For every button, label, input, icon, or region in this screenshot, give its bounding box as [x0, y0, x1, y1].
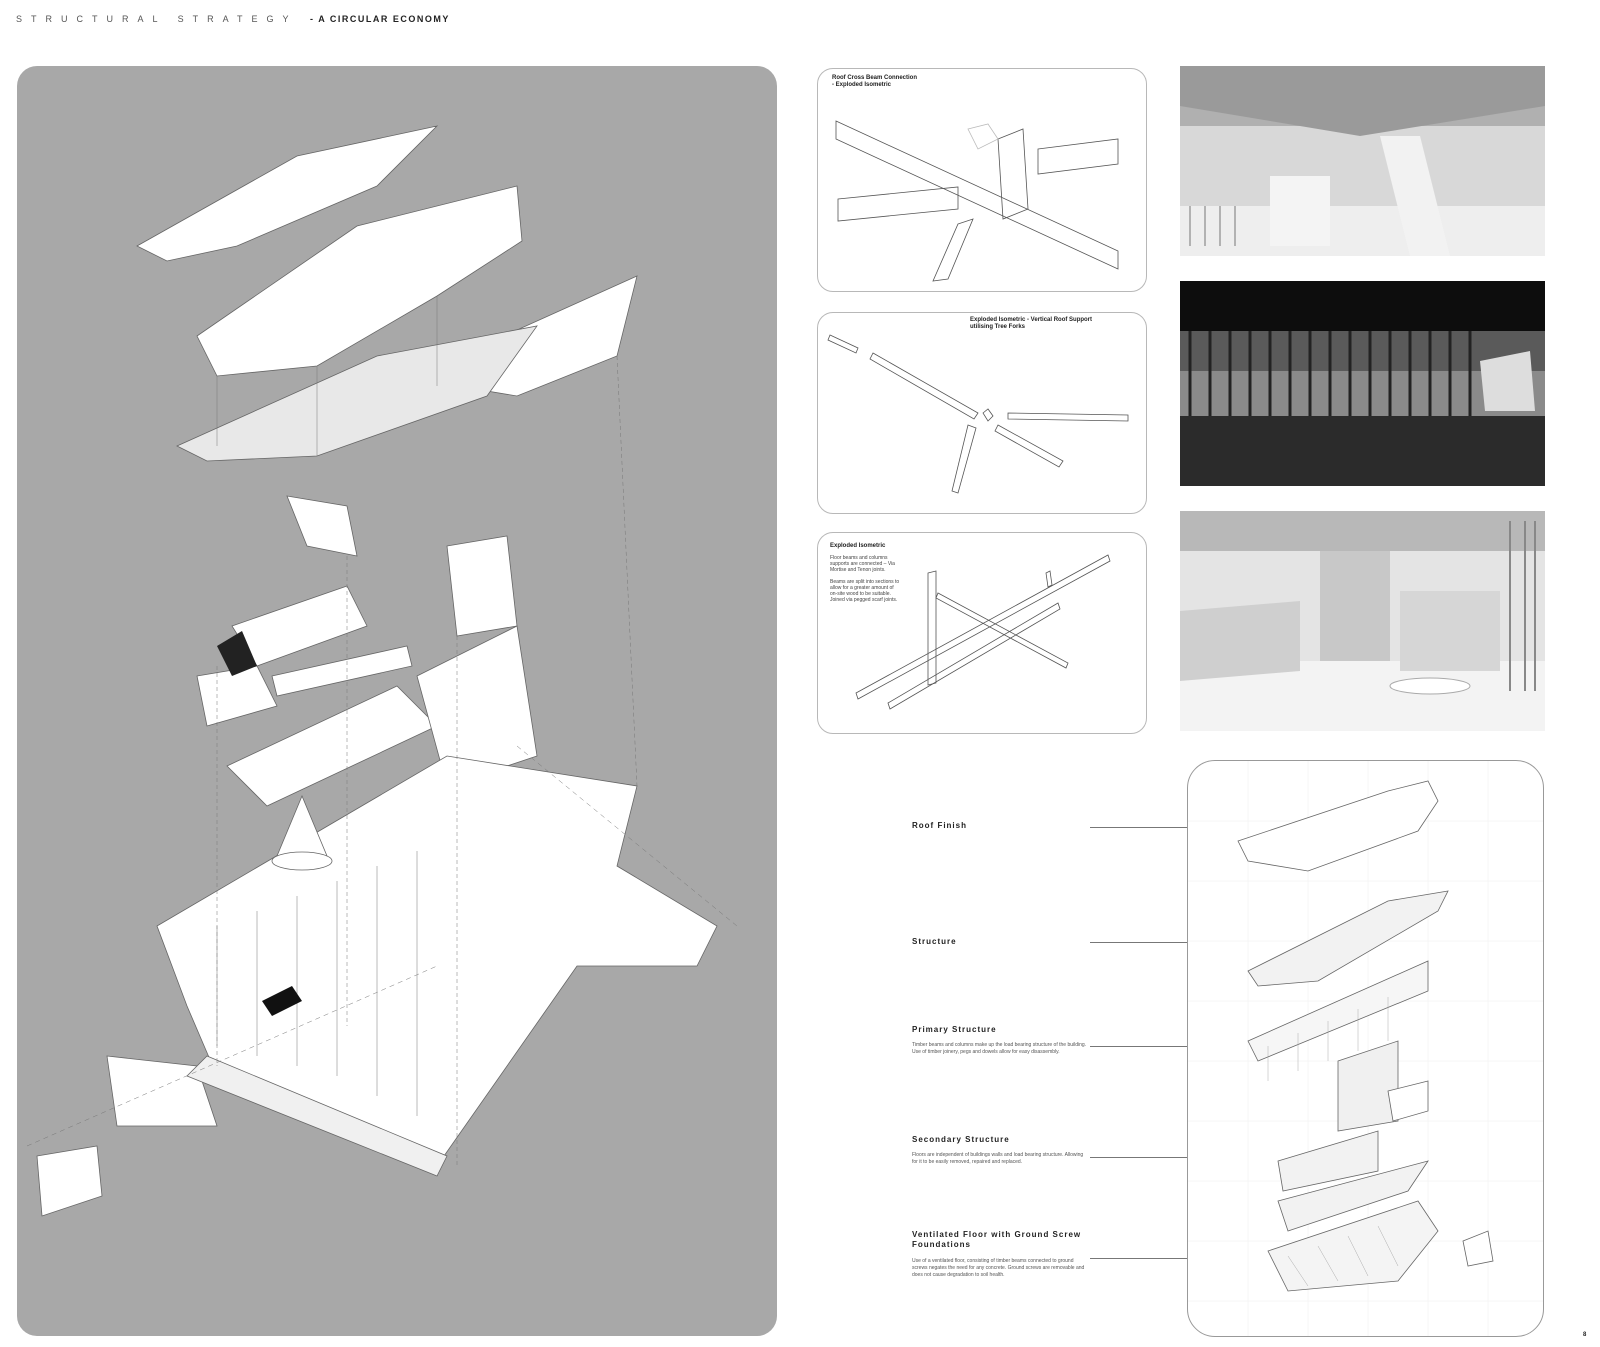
layer-label-ventilated-floor: Ventilated Floor with Ground Screw Found…: [912, 1230, 1082, 1249]
interior-render-2-image: [1180, 331, 1545, 486]
detail-roof-cross-beam: Roof Cross Beam Connection - Exploded Is…: [817, 68, 1147, 292]
roof-cross-beam-drawing: [835, 120, 1119, 282]
detail-1-title: Roof Cross Beam Connection - Exploded Is…: [832, 75, 918, 88]
header-title: STRUCTURAL STRATEGY: [16, 14, 298, 24]
page-number: 8: [1583, 1332, 1587, 1338]
layer-label-secondary-structure: Secondary Structure: [912, 1135, 1010, 1144]
interior-render-3: [1180, 511, 1545, 731]
exploded-isometric-drawing: [26, 125, 738, 1217]
leader-line-structure: [1090, 942, 1240, 943]
layers-exploded-drawing: [1187, 760, 1544, 1337]
layer-desc-ventilated-floor: Use of a ventilated floor, consisting of…: [912, 1258, 1085, 1278]
interior-render-1-image: [1180, 66, 1545, 256]
exploded-isometric-panel: 0 2 5 10 20: [17, 66, 777, 1336]
layers-drawing: [1188, 761, 1543, 1336]
detail-3-title: Exploded Isometric: [830, 543, 886, 549]
vertical-roof-support-drawing: [827, 334, 1129, 494]
floor-beams-drawing: [855, 554, 1111, 710]
interior-render-3-image: [1180, 511, 1545, 731]
detail-floor-beams: Exploded Isometric Floor beams and colum…: [817, 532, 1147, 734]
leader-line-roof-finish: [1090, 827, 1240, 828]
layer-label-structure: Structure: [912, 937, 957, 946]
layer-desc-primary-structure: Timber beams and columns make up the loa…: [912, 1042, 1087, 1055]
leader-line-primary-structure: [1090, 1046, 1240, 1047]
layer-desc-secondary-structure: Floors are independent of buildings wall…: [912, 1152, 1084, 1165]
layer-label-roof-finish: Roof Finish: [912, 821, 967, 830]
header-subtitle: - A CIRCULAR ECONOMY: [310, 14, 450, 24]
layer-label-primary-structure: Primary Structure: [912, 1025, 997, 1034]
interior-render-2: [1180, 281, 1545, 486]
interior-render-1: [1180, 66, 1545, 256]
detail-3-note: Floor beams and columns supports are con…: [830, 555, 900, 603]
leader-line-secondary-structure: [1090, 1157, 1240, 1158]
detail-vertical-roof-support: Exploded Isometric - Vertical Roof Suppo…: [817, 312, 1147, 514]
detail-2-title: Exploded Isometric - Vertical Roof Suppo…: [970, 317, 1093, 330]
page-header: STRUCTURAL STRATEGY - A CIRCULAR ECONOMY: [16, 14, 450, 24]
leader-line-ventilated-floor: [1090, 1258, 1240, 1259]
